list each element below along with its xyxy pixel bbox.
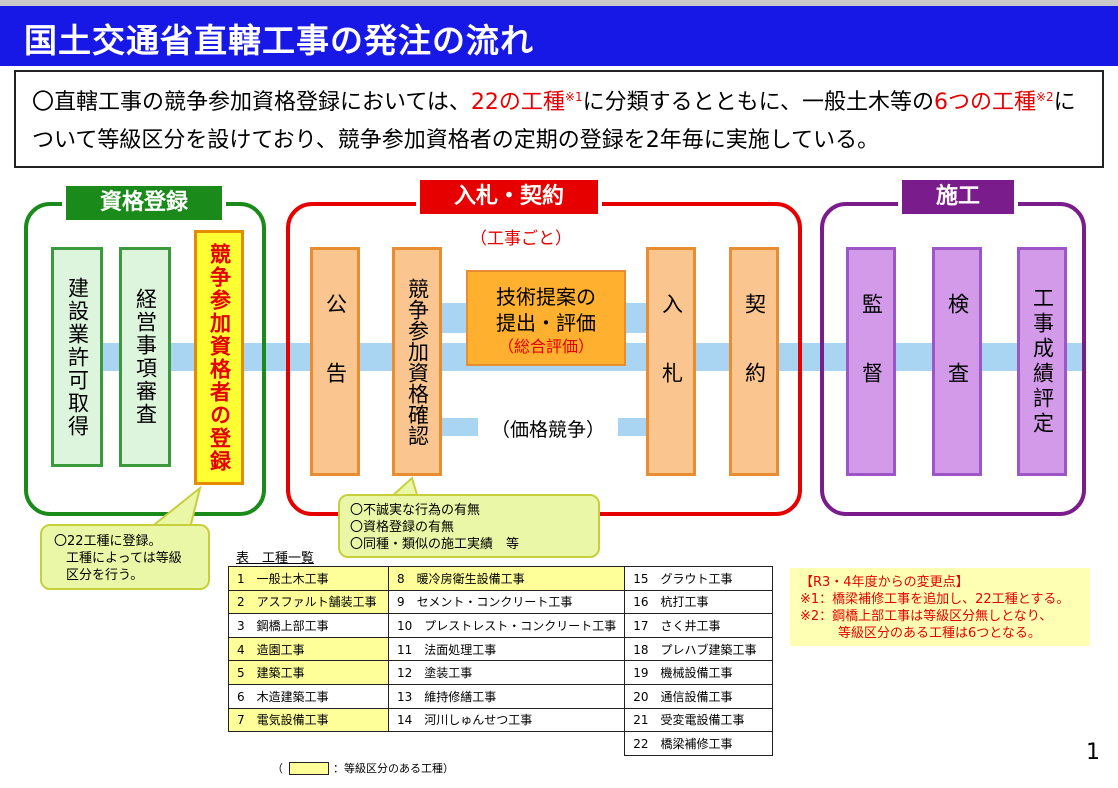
summary-highlight-22: 22の工種 <box>470 90 565 115</box>
table-row: 22 橋梁補修工事 <box>229 731 774 756</box>
table-cell-empty <box>229 732 389 756</box>
table-cell: 9 セメント・コンクリート工事 <box>387 589 626 615</box>
stage-box-review: 経営事項審査 <box>119 247 171 467</box>
table-cell: 19 機械設備工事 <box>624 660 774 685</box>
stage-box-announcement: 公告 <box>310 247 360 476</box>
table-cell: 14 河川しゅんせつ工事 <box>387 707 626 733</box>
table-cell: 4 造園工事 <box>228 636 389 662</box>
price-competition: （価格競争） <box>478 415 618 442</box>
stage-box-contract: 契約 <box>729 247 779 476</box>
changes-title: 【R3・4年度からの変更点】 <box>800 575 969 590</box>
stage-box-bid: 入札 <box>646 247 696 476</box>
table-cell: 15 グラウト工事 <box>624 566 774 591</box>
summary-text-2: に分類するとともに、一般土木等の <box>582 90 934 115</box>
table-cell: 7 電気設備工事 <box>228 707 389 733</box>
table-cell-empty <box>389 732 625 756</box>
table-legend-text: ：等級区分のある工種） <box>333 762 454 775</box>
table-cell: 21 受変電設備工事 <box>624 707 774 733</box>
summary-box: 〇直轄工事の競争参加資格登録においては、22の工種※1に分類するとともに、一般土… <box>14 70 1104 168</box>
registration-callout-line2: 工種によっては等級 <box>66 551 182 566</box>
changes-line3: 等級区分のある工種は6つとなる。 <box>838 626 1041 641</box>
table-title: 表 工種一覧 <box>236 551 315 566</box>
table-cell: 16 杭打工事 <box>624 589 774 615</box>
stage-label-inspection: 検査 <box>945 292 970 431</box>
confirmation-callout: 〇不誠実な行為の有無 〇資格登録の有無 〇同種・類似の施工実績 等 <box>338 494 600 558</box>
registration-callout-line3: 区分を行う。 <box>66 568 144 583</box>
registration-header: 資格登録 <box>62 186 226 220</box>
stage-box-license: 建設業許可取得 <box>51 247 103 467</box>
stage-label-supervision: 監督 <box>859 292 884 431</box>
proposal-line1: 技術提案の <box>496 285 596 309</box>
stage-label-bid: 入札 <box>659 292 684 431</box>
bidding-header: 入札・契約 <box>416 180 602 214</box>
table-cell: 13 維持修繕工事 <box>387 683 626 709</box>
table-cell: 18 プレハブ建築工事 <box>624 636 774 662</box>
confirmation-callout-line3: 〇同種・類似の施工実績 等 <box>350 537 520 552</box>
summary-text-3: について等級区分を設けており、競争参加資格者の定期の登録を2年毎に実施している。 <box>32 90 1076 153</box>
stage-box-eligibility-check: 競争参加資格確認 <box>392 247 442 476</box>
changes-line2: ※2：鋼橋上部工事は等級区分無しとなり、 <box>800 609 1053 624</box>
stage-box-inspection: 検査 <box>932 247 982 476</box>
stage-label-bidder-registration: 競争参加資格者の登録 <box>207 242 232 473</box>
table-cell: 10 プレストレスト・コンクリート工事 <box>387 613 626 638</box>
stage-label-eligibility-check: 競争参加資格確認 <box>405 277 430 446</box>
construction-header: 施工 <box>898 180 1018 214</box>
table-cell: 8 暖冷房衛生設備工事 <box>387 566 626 591</box>
stage-box-supervision: 監督 <box>846 247 896 476</box>
summary-note-2: ※2 <box>1035 90 1054 104</box>
registration-callout: 〇22工種に登録。 工種によっては等級 区分を行う。 <box>40 524 210 590</box>
table-cell: 5 建築工事 <box>228 660 389 685</box>
confirmation-callout-line1: 〇不誠実な行為の有無 <box>350 503 481 518</box>
table-cell: 12 塗装工事 <box>387 660 626 685</box>
stage-label-license: 建設業許可取得 <box>65 276 90 438</box>
changes-note: 【R3・4年度からの変更点】 ※1：橋梁補修工事を追加し、22工種とする。 ※2… <box>790 568 1090 646</box>
registration-header-label: 資格登録 <box>66 186 222 220</box>
proposal-box: 技術提案の 提出・評価 （総合評価） <box>466 270 626 366</box>
summary-text-1: 〇直轄工事の競争参加資格登録においては、 <box>32 90 471 115</box>
table-cell: 22 橋梁補修工事 <box>624 731 774 756</box>
stage-label-contract: 契約 <box>742 292 767 431</box>
table-legend-open: （ <box>272 762 283 775</box>
changes-line1: ※1：橋梁補修工事を追加し、22工種とする。 <box>800 592 1070 607</box>
stage-box-bidder-registration: 競争参加資格者の登録 <box>194 230 244 485</box>
table-legend: （ ：等級区分のある工種） <box>272 760 454 776</box>
page-title: 国土交通省直轄工事の発注の流れ <box>24 21 534 60</box>
table-cell: 2 アスファルト舗装工事 <box>228 589 389 615</box>
registration-callout-line1: 〇22工種に登録。 <box>54 534 162 549</box>
table-cell: 3 鋼橋上部工事 <box>228 613 389 638</box>
per-project-note: （工事ごと） <box>470 229 572 249</box>
stage-box-performance-rating: 工事成績評定 <box>1017 247 1067 476</box>
table-cell: 1 一般土木工事 <box>228 566 389 591</box>
stage-label-announcement: 公告 <box>323 292 348 431</box>
stage-label-performance-rating: 工事成績評定 <box>1030 286 1055 437</box>
table-cell: 11 法面処理工事 <box>387 636 626 662</box>
title-bar: 国土交通省直轄工事の発注の流れ <box>0 0 1118 66</box>
table-cell: 6 木造建築工事 <box>228 683 389 709</box>
page-number: 1 <box>1086 740 1100 765</box>
table-cell: 20 通信設備工事 <box>624 683 774 709</box>
bidding-header-label: 入札・契約 <box>420 180 598 214</box>
table-cell: 17 さく井工事 <box>624 613 774 638</box>
summary-highlight-6: 6つの工種 <box>933 90 1036 115</box>
proposal-comprehensive: （総合評価） <box>497 337 594 356</box>
proposal-line2: 提出・評価 <box>496 311 596 335</box>
summary-note-1: ※1 <box>564 90 583 104</box>
confirmation-callout-line2: 〇資格登録の有無 <box>350 520 455 535</box>
construction-header-label: 施工 <box>902 180 1014 214</box>
table-legend-swatch <box>289 761 329 775</box>
stage-label-review: 経営事項審査 <box>133 288 158 426</box>
